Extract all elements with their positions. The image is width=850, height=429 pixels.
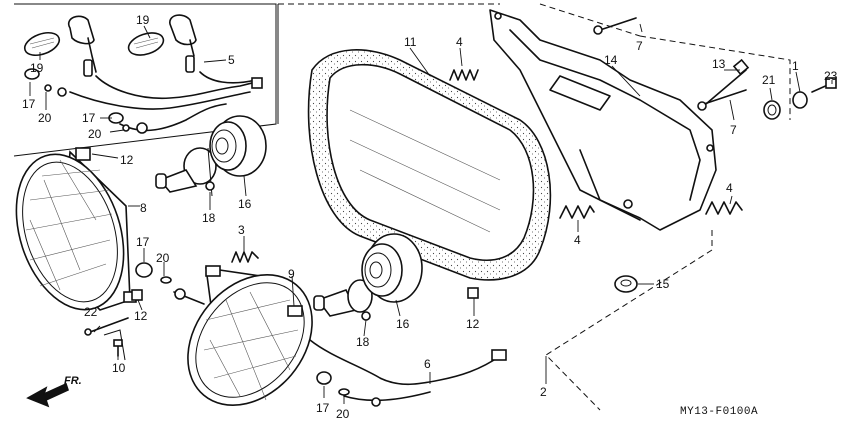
front-arrow-label: FR.: [64, 375, 82, 387]
collar-21: [763, 100, 781, 120]
leader-lines: [29, 23, 833, 404]
callout-16-top: 16: [238, 197, 252, 211]
callout-18-bottom: 18: [356, 335, 370, 349]
headlight-right-lens: [173, 265, 313, 406]
bulb-20-left: [160, 276, 172, 284]
callout-17-bottom: 17: [316, 401, 330, 415]
callout-4-mid: 4: [574, 233, 581, 247]
adjust-spring-top: [449, 69, 479, 81]
callout-8: 8: [140, 201, 147, 215]
callout-19-right: 19: [136, 13, 150, 27]
screw-right: [697, 89, 747, 111]
callout-12-bottom: 12: [466, 317, 480, 331]
callout-17-left: 17: [136, 235, 150, 249]
callout-12-top: 12: [120, 153, 134, 167]
grommet-15: [614, 275, 638, 293]
callout-23: 23: [824, 69, 838, 83]
callout-19-left: 19: [30, 61, 44, 75]
callout-6: 6: [424, 357, 431, 371]
winker-subassembly-box: [13, 3, 277, 157]
grommet-1: [792, 91, 808, 109]
dust-cover-upper: [209, 115, 267, 177]
callout-20-mid: 20: [88, 127, 102, 141]
front-direction-arrow: FR.: [26, 375, 82, 408]
callout-12-left: 12: [134, 309, 148, 323]
screw-22: [84, 317, 129, 336]
screw-10: [113, 339, 123, 357]
screw-top: [593, 17, 637, 35]
adjust-spring-left: [231, 251, 259, 263]
callout-2: 2: [540, 385, 547, 399]
callout-7: 7: [636, 39, 643, 53]
callout-13: 13: [712, 57, 726, 71]
adjust-spring-right: [705, 201, 743, 215]
headlight-case: [307, 49, 552, 281]
callout-3: 3: [238, 223, 245, 237]
headlight-stay: [489, 9, 717, 231]
callout-22: 22: [84, 305, 98, 319]
dust-cover-lower: [361, 233, 423, 303]
winker-right: [127, 14, 197, 73]
callout-20-bottom: 20: [336, 407, 350, 421]
callout-20-left: 20: [156, 251, 170, 265]
callout-1: 1: [792, 59, 799, 73]
adjust-spring-mid: [559, 205, 595, 219]
callout-21: 21: [762, 73, 776, 87]
position-light-harness: [309, 339, 507, 407]
callout-17-top: 17: [22, 97, 36, 111]
bulb-lower: [313, 279, 373, 321]
callout-5: 5: [228, 53, 235, 67]
callout-15: 15: [656, 277, 670, 291]
callout-10: 10: [112, 361, 126, 375]
clip-12-lower: [467, 287, 479, 299]
callout-18-top: 18: [202, 211, 216, 225]
bolt-23: [811, 77, 837, 93]
callout-labels: 11 4 7 14 13 7 21 1 23 19 19 5 17 20 17 …: [22, 13, 838, 421]
winker-left: [23, 15, 97, 77]
callout-16-bottom: 16: [396, 317, 410, 331]
callout-7-right: 7: [730, 123, 737, 137]
winker-sockets: [24, 68, 148, 134]
callout-4: 4: [456, 35, 463, 49]
callout-11: 11: [404, 35, 417, 49]
callout-14: 14: [604, 53, 618, 67]
diagram-code: MY13-F0100A: [680, 406, 758, 418]
bulb-upper: [155, 147, 217, 197]
socket-17-left: [135, 262, 153, 278]
main-assembly-outline: [103, 3, 791, 411]
callout-20-top: 20: [38, 111, 52, 125]
headlight-left-lens: [15, 147, 137, 311]
callout-17-mid: 17: [82, 111, 96, 125]
clip-12-left: [131, 289, 143, 301]
callout-9: 9: [288, 267, 295, 281]
bolt-long: [705, 58, 750, 105]
callout-4-right: 4: [726, 181, 733, 195]
